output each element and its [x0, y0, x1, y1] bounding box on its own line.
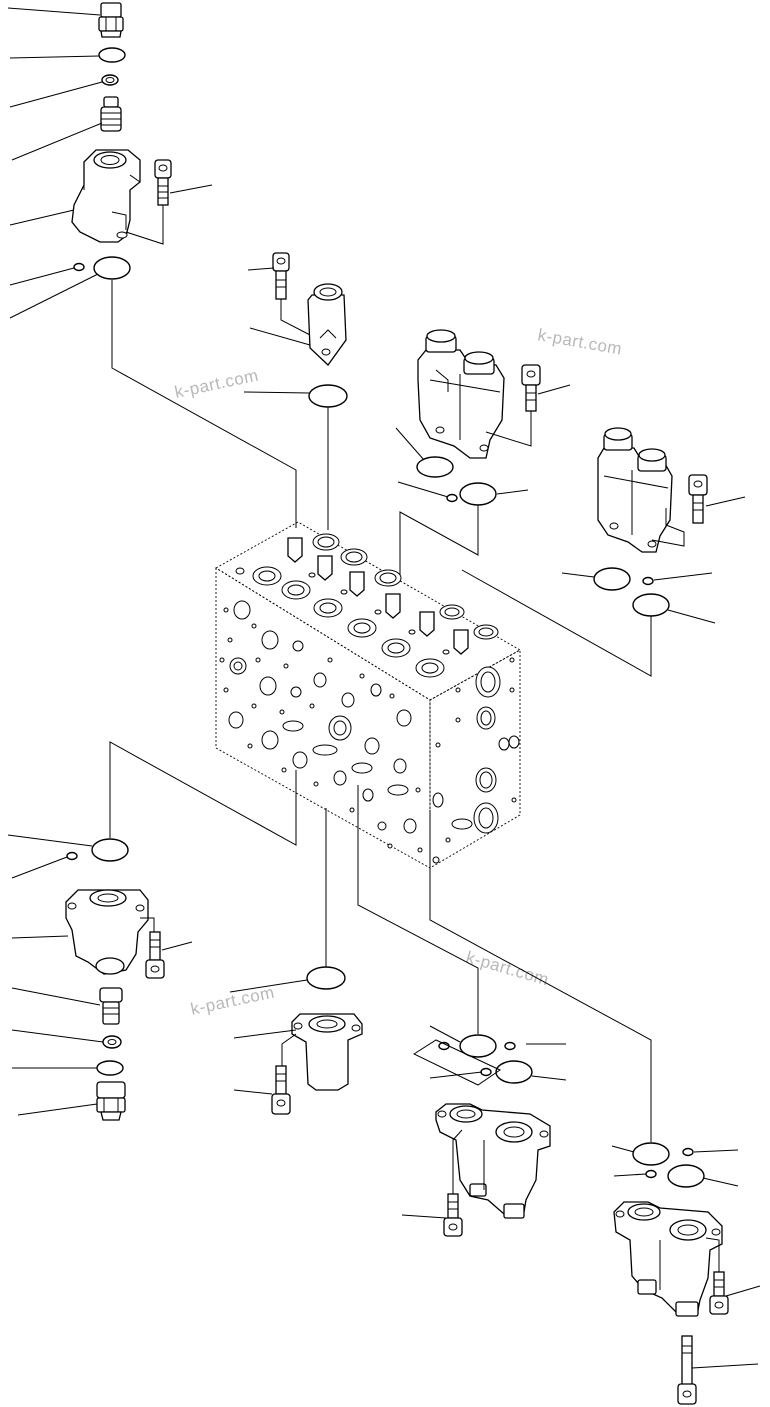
o-ring-lower-right-lower — [667, 1164, 705, 1188]
o-ring-right-upper-large — [416, 456, 454, 478]
plug-lower-left — [96, 1081, 126, 1121]
leader-lines-lower-center — [229, 979, 308, 1095]
valve-housing-lower-left — [65, 889, 149, 975]
o-ring-right2-small — [642, 576, 654, 586]
bolt-right-2 — [688, 474, 708, 524]
right-face-ports — [432, 657, 520, 864]
valve-cartridge-lower-left — [99, 987, 123, 1025]
bolt-lower-left — [145, 931, 165, 979]
o-ring-lower-right-small-2 — [645, 1169, 657, 1179]
double-valve-assembly-lower-mid — [435, 1103, 551, 1219]
leader-lines-top-center — [243, 267, 311, 394]
bolt-right-upper — [521, 364, 541, 412]
bolt-lower-right-1 — [709, 1271, 729, 1315]
leader-lower-mid-to-block — [357, 785, 479, 1034]
o-ring-right2-large — [593, 567, 631, 591]
plug-top — [98, 2, 124, 38]
o-ring-right-upper-mid — [459, 482, 497, 506]
o-ring-center-top — [308, 384, 348, 408]
leader-lines-lower-right — [611, 1145, 761, 1369]
leader-lines-right-upper — [395, 384, 571, 580]
leader-lines-top-left — [7, 7, 297, 528]
top-left-relief-valve-assembly — [71, 2, 172, 280]
valve-housing-top — [71, 149, 141, 243]
o-ring-lower-left-2 — [96, 1060, 124, 1076]
leader-lower-left-to-block — [109, 741, 297, 846]
bolt-center-top — [272, 252, 290, 300]
o-ring-lower-right-small-1 — [682, 1147, 694, 1157]
o-ring-lower-mid-small-1 — [438, 1041, 450, 1051]
o-ring-lower-left-small — [66, 851, 78, 861]
o-ring-small-top — [73, 262, 85, 272]
ring-small-top — [101, 74, 119, 86]
gasket-plate-lower-mid — [412, 1039, 502, 1086]
o-ring-lower-mid-lower — [495, 1060, 533, 1084]
top-center-cover-assembly — [272, 252, 348, 530]
valve-cartridge-top — [100, 96, 122, 132]
bolt-lower-center — [271, 1065, 291, 1115]
o-ring-lower-center — [306, 966, 346, 990]
o-ring-right2-lower — [632, 593, 670, 617]
leader-lower-right-to-block — [429, 810, 652, 1142]
double-valve-assembly-right — [597, 427, 673, 553]
watermark-1: k-part.com — [173, 366, 260, 402]
o-ring-lower-left-large — [91, 838, 129, 862]
block-right-face — [429, 649, 521, 869]
bolt-lower-mid — [443, 1193, 463, 1237]
o-ring-lower-mid-small-2 — [504, 1041, 516, 1051]
cover-lower-center — [291, 1013, 363, 1091]
left-face-ports — [219, 600, 423, 853]
block-top-face — [215, 521, 521, 701]
main-control-valve-block — [215, 521, 521, 869]
watermark-3: k-part.com — [189, 983, 276, 1019]
o-ring-right-upper-small — [446, 493, 458, 503]
o-ring-lower-right-large — [632, 1142, 670, 1166]
o-ring-lower-mid-large — [459, 1034, 497, 1058]
double-valve-assembly-upper — [417, 329, 505, 459]
o-ring-large-top — [93, 256, 131, 280]
leader-lines-lower-mid — [401, 1025, 567, 1219]
watermark-2: k-part.com — [536, 325, 623, 359]
top-face-ports — [235, 533, 499, 678]
bolt-lower-right-long — [677, 1335, 697, 1405]
leader-lines-right-2 — [461, 496, 746, 677]
leader-lines-lower-left — [7, 834, 193, 1116]
watermark-4: k-part.com — [464, 948, 551, 990]
o-ring-top-1 — [98, 47, 126, 63]
spool-caps — [287, 537, 469, 655]
bolt-top-1 — [154, 159, 172, 206]
cover-center-top — [307, 283, 347, 366]
double-valve-assembly-lower-right — [613, 1201, 723, 1317]
